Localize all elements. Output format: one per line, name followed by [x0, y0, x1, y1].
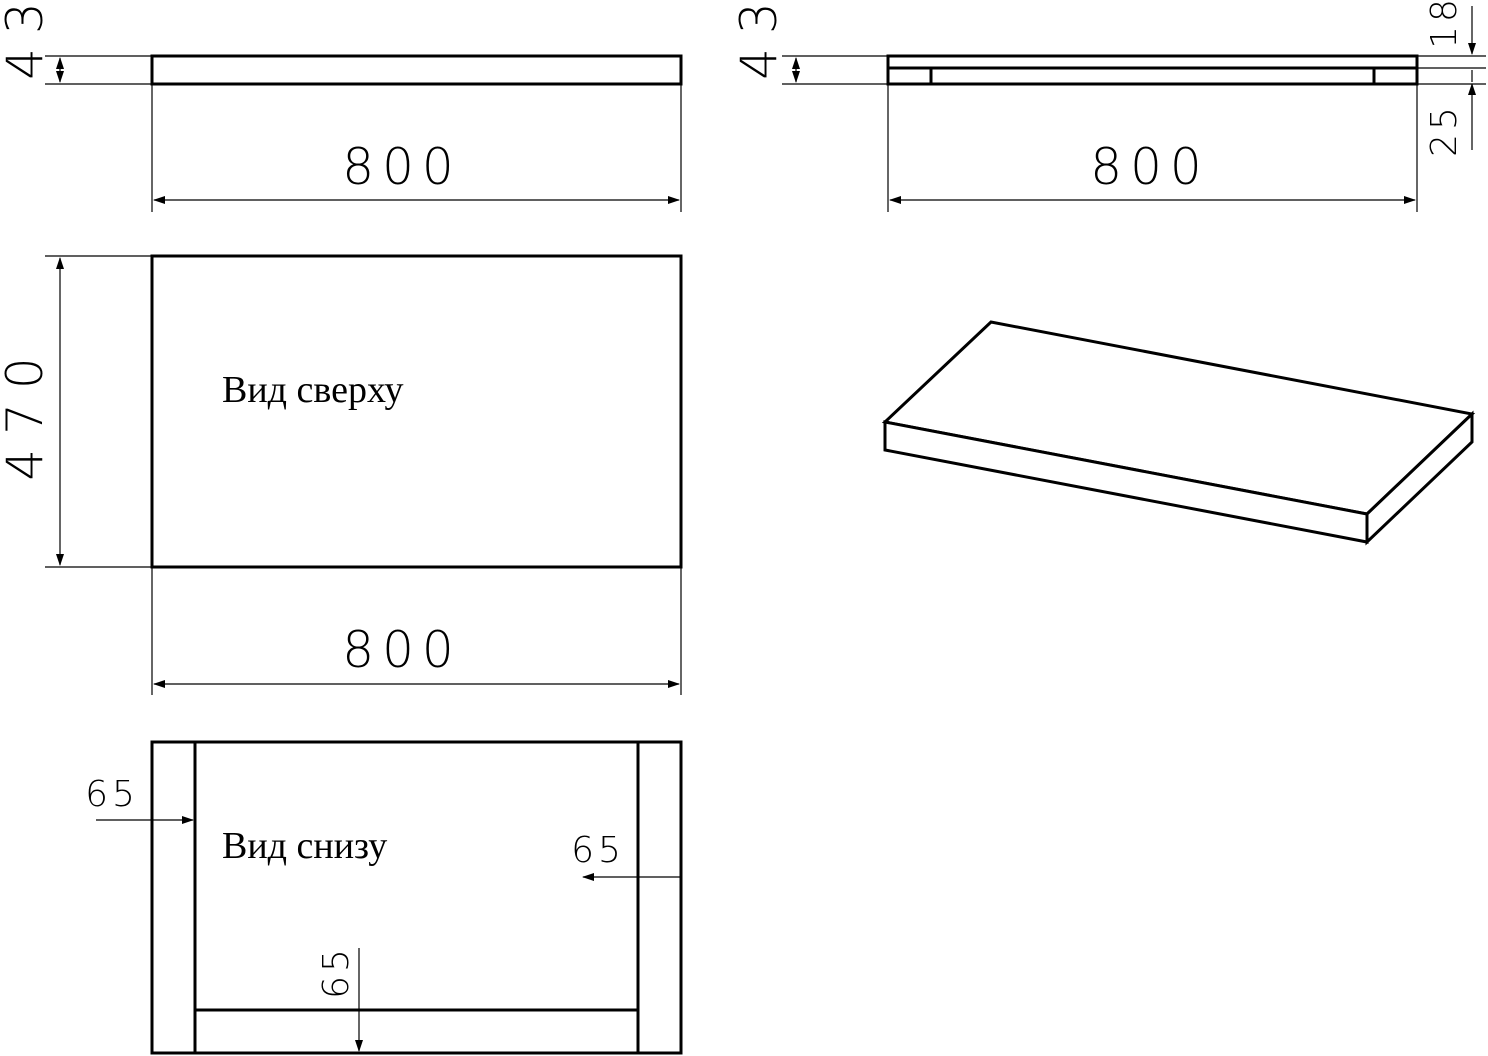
depth-dimension-text: 470 [0, 343, 54, 480]
width-dimension-text: 800 [1090, 138, 1209, 196]
front-view-left-outline [150, 54, 683, 86]
width-dimension-text: 800 [342, 138, 461, 196]
top-view: Вид сверху 470 800 [0, 254, 683, 695]
top-view-label: Вид сверху [222, 369, 404, 411]
front-view-right-outline [886, 54, 1419, 86]
top-view-outline [150, 254, 683, 569]
right-rail-dimension-text: 65 [571, 830, 625, 871]
height-dimension-text: 43 [0, 0, 54, 80]
width-dimension-text: 800 [342, 621, 461, 679]
top-thickness-dimension-text: 18 [1424, 0, 1465, 49]
isometric-side-face [1365, 410, 1474, 546]
front-view-right: 43 18 25 800 [730, 0, 1486, 212]
frame-height-dimension-text: 25 [1424, 103, 1465, 157]
height-dimension-text: 43 [730, 0, 788, 80]
front-view-left: 43 800 [0, 0, 683, 212]
bottom-view-label: Вид снизу [222, 825, 387, 867]
bottom-view-outline [150, 740, 683, 1055]
left-rail-dimension-text: 65 [85, 774, 139, 815]
bottom-view: Вид снизу 65 65 65 [85, 740, 683, 1055]
isometric-view [881, 320, 1476, 546]
bottom-rail-dimension-text: 65 [316, 945, 357, 999]
